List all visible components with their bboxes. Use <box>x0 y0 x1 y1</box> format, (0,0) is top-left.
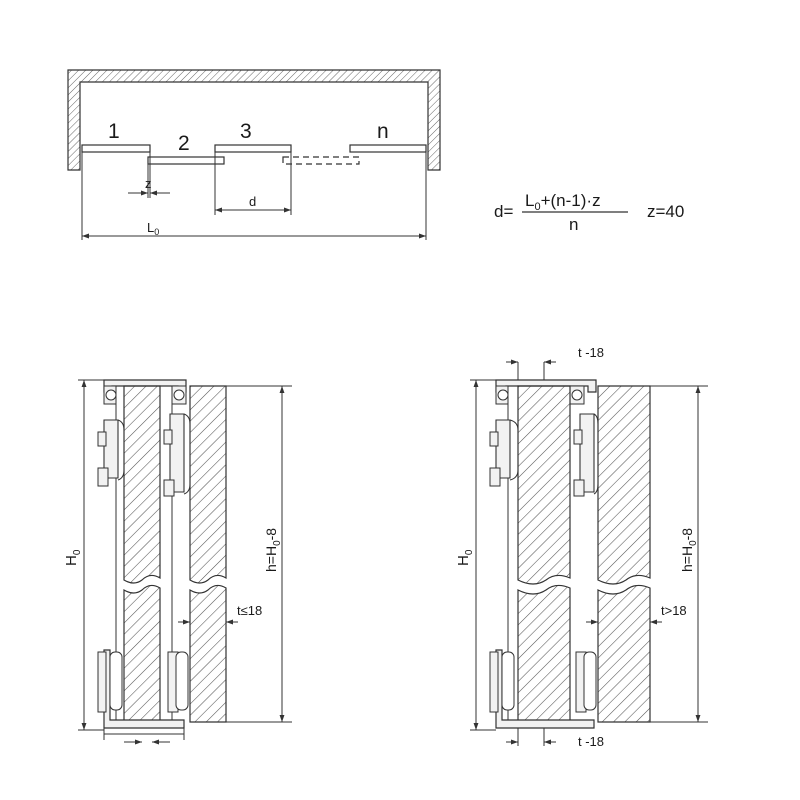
formula: d= L0+(n-1)·z n z=40 <box>494 191 684 234</box>
formula-z-value: z=40 <box>647 202 684 221</box>
left-h0-label: H0 <box>63 549 83 566</box>
formula-denominator: n <box>569 215 578 234</box>
dim-z-label: z <box>145 176 152 191</box>
formula-numerator: L0+(n-1)·z <box>525 191 601 213</box>
dim-l0-label: L0 <box>147 220 159 237</box>
right-section: H0 t -18 <box>455 345 708 749</box>
right-h-label: h=H0-8 <box>679 528 699 572</box>
left-panel-2 <box>189 385 227 584</box>
frame-wall <box>67 69 441 171</box>
panel-1 <box>81 144 151 153</box>
right-h0-label: H0 <box>455 549 475 566</box>
left-t-label: t≤18 <box>237 603 262 618</box>
right-t-bottom-label: t -18 <box>578 734 604 749</box>
right-panel-1 <box>517 385 571 585</box>
right-bottom-rail <box>495 649 595 729</box>
left-panel-1 <box>123 385 161 584</box>
left-h-label: h=H0-8 <box>263 528 283 572</box>
panel-label-1: 1 <box>108 120 120 143</box>
formula-prefix: d= <box>494 202 513 221</box>
right-panel-2 <box>597 385 651 585</box>
panel-label-2: 2 <box>178 132 190 155</box>
right-t-label: t>18 <box>661 603 687 618</box>
panel-3 <box>214 144 292 153</box>
dim-d-label: d <box>249 194 256 209</box>
panel-2 <box>147 156 225 165</box>
right-t-top-label: t -18 <box>578 345 604 360</box>
panel-dashed <box>282 156 360 165</box>
panel-label-3: 3 <box>240 120 252 143</box>
left-section: H0 t≤ <box>63 379 292 745</box>
panel-label-n: n <box>377 120 389 143</box>
top-plan-view: 1 2 3 n z d L0 <box>67 69 441 240</box>
panel-n <box>349 144 427 153</box>
